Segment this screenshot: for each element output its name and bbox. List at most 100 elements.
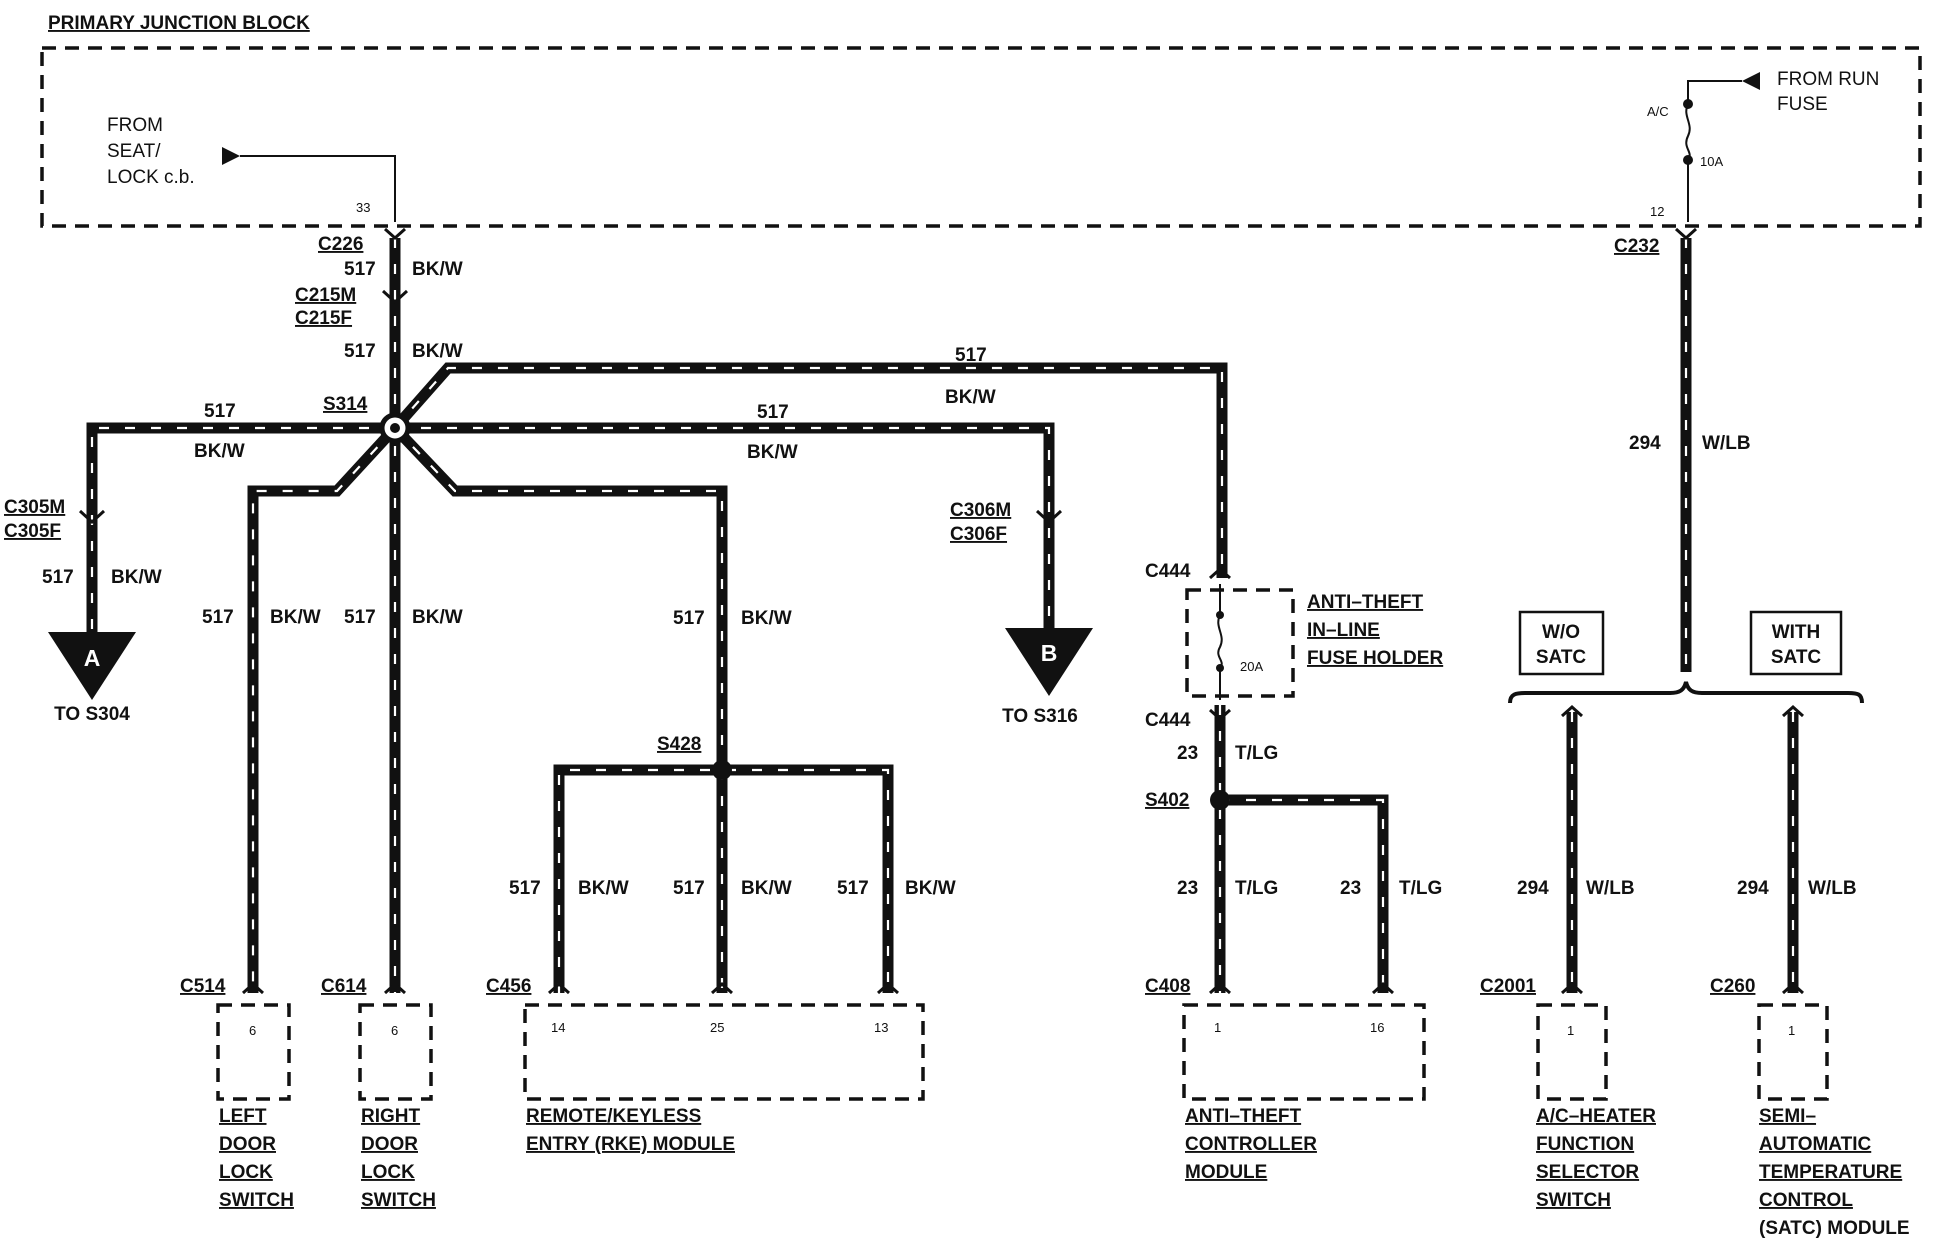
connector-c215m: C215M — [295, 285, 356, 306]
circuit-23-wires — [1214, 705, 1389, 993]
svg-text:ANTI–THEFT: ANTI–THEFT — [1185, 1106, 1302, 1127]
circuit-number: 294 — [1517, 878, 1549, 899]
svg-text:LOCK: LOCK — [361, 1162, 415, 1183]
wire-color: BK/W — [111, 567, 162, 588]
diagram-title: PRIMARY JUNCTION BLOCK — [48, 13, 310, 34]
circuit-number: 517 — [344, 259, 376, 280]
circuit-number: 517 — [202, 607, 234, 628]
right-door-lock-switch-label: RIGHT DOOR LOCK SWITCH — [361, 1106, 436, 1211]
connector-c215f: C215F — [295, 308, 352, 329]
fuse-icon — [1685, 103, 1691, 161]
connector-c614: C614 — [321, 976, 367, 997]
fuse-holder-rating: 20A — [1240, 659, 1263, 674]
wire-color: W/LB — [1808, 878, 1857, 899]
svg-text:RIGHT: RIGHT — [361, 1106, 421, 1127]
circuit-number: 517 — [837, 878, 869, 899]
pin-right-door: 6 — [391, 1023, 398, 1038]
rke-module-label: REMOTE/KEYLESS ENTRY (RKE) MODULE — [526, 1106, 735, 1155]
circuit-number: 517 — [344, 607, 376, 628]
wire-517-to-left-door — [247, 424, 400, 993]
fuse-holder-label-1: ANTI–THEFT — [1307, 592, 1424, 613]
svg-text:SEMI–: SEMI– — [1759, 1106, 1816, 1127]
svg-text:MODULE: MODULE — [1185, 1162, 1267, 1183]
left-door-lock-switch-label: LEFT DOOR LOCK SWITCH — [219, 1106, 294, 1211]
seat-lock-arrow-icon — [222, 147, 240, 165]
anti-theft-module-label: ANTI–THEFT CONTROLLER MODULE — [1185, 1106, 1317, 1183]
wire-color: BK/W — [412, 607, 463, 628]
pin-rke-25: 25 — [710, 1020, 724, 1035]
with-satc-line-2: SATC — [1771, 647, 1822, 668]
splice-label-s314: S314 — [323, 394, 368, 415]
chevron-icon — [1560, 981, 1584, 995]
wo-satc-line-1: W/O — [1542, 622, 1580, 643]
circuit-number: 517 — [204, 401, 236, 422]
circuit-number: 517 — [509, 878, 541, 899]
circuit-number: 294 — [1737, 878, 1769, 899]
chevron-icon — [1674, 227, 1698, 241]
circuit-number: 517 — [344, 341, 376, 362]
svg-text:DOOR: DOOR — [219, 1134, 276, 1155]
chevron-icon — [1560, 704, 1584, 718]
wire-color: T/LG — [1235, 743, 1278, 764]
connector-c456: C456 — [486, 976, 531, 997]
splice-s428 — [712, 760, 732, 780]
chevron-icon — [78, 509, 106, 525]
splice-label-s428: S428 — [657, 734, 701, 755]
svg-text:SELECTOR: SELECTOR — [1536, 1162, 1639, 1183]
chevron-icon — [1208, 708, 1232, 722]
connector-c305f: C305F — [4, 521, 61, 542]
connector-c306f: C306F — [950, 524, 1007, 545]
fuse-holder-label-2: IN–LINE — [1307, 620, 1380, 641]
svg-text:SWITCH: SWITCH — [219, 1190, 294, 1211]
circuit-number: 517 — [42, 567, 74, 588]
wire-color: BK/W — [905, 878, 956, 899]
circuit-number: 23 — [1177, 878, 1198, 899]
circuit-number: 517 — [673, 878, 705, 899]
wire-color: BK/W — [741, 608, 792, 629]
wire-517-to-s428 — [391, 424, 728, 770]
option-brace — [1508, 681, 1864, 704]
wire-color: T/LG — [1235, 878, 1278, 899]
wire-color: T/LG — [1399, 878, 1442, 899]
wire-color: BK/W — [945, 387, 996, 408]
pin-left-door: 6 — [249, 1023, 256, 1038]
seat-lock-source: FROM SEAT/ LOCK c.b. 33 — [107, 115, 396, 222]
chevron-icon — [381, 289, 409, 305]
fuse-holder-box — [1185, 588, 1295, 698]
svg-text:ENTRY (RKE) MODULE: ENTRY (RKE) MODULE — [526, 1134, 735, 1155]
offpage-a-triangle — [48, 632, 136, 700]
connector-c444-bottom: C444 — [1145, 710, 1191, 731]
svg-text:REMOTE/KEYLESS: REMOTE/KEYLESS — [526, 1106, 701, 1127]
run-fuse-rating: 10A — [1700, 154, 1723, 169]
wire-color: BK/W — [194, 441, 245, 462]
chevron-icon — [1781, 981, 1805, 995]
run-fuse-tag: A/C — [1647, 104, 1669, 119]
connector-chevrons — [78, 227, 1805, 995]
svg-text:(SATC) MODULE: (SATC) MODULE — [1759, 1218, 1910, 1239]
wire-517-to-anti-theft — [390, 362, 1228, 578]
offpage-a-label: TO S304 — [54, 704, 130, 725]
svg-text:SWITCH: SWITCH — [1536, 1190, 1611, 1211]
run-fuse-arrow-icon — [1742, 72, 1760, 90]
wire-color: W/LB — [1702, 433, 1751, 454]
wo-satc-line-2: SATC — [1536, 647, 1587, 668]
circuit-number: 23 — [1177, 743, 1198, 764]
seat-lock-line-3: LOCK c.b. — [107, 167, 195, 188]
circuit-number: 517 — [673, 608, 705, 629]
splice-label-s402: S402 — [1145, 790, 1189, 811]
chevron-icon — [547, 981, 571, 995]
chevron-icon — [1371, 981, 1395, 995]
wire-color: BK/W — [270, 607, 321, 628]
satc-module-box — [1757, 1003, 1829, 1101]
connector-c2001: C2001 — [1480, 976, 1536, 997]
connector-labels: C226 C215M C215F C232 C305M C305F C306M … — [4, 234, 1755, 997]
pin-atc-1: 1 — [1214, 1020, 1221, 1035]
chevron-icon — [876, 981, 900, 995]
fuse-holder-label-3: FUSE HOLDER — [1307, 648, 1443, 669]
circuit-number: 23 — [1340, 878, 1361, 899]
pin-ac-1: 1 — [1567, 1023, 1574, 1038]
svg-text:CONTROL: CONTROL — [1759, 1190, 1853, 1211]
connector-c232: C232 — [1614, 236, 1659, 257]
with-satc-box — [1749, 610, 1843, 676]
